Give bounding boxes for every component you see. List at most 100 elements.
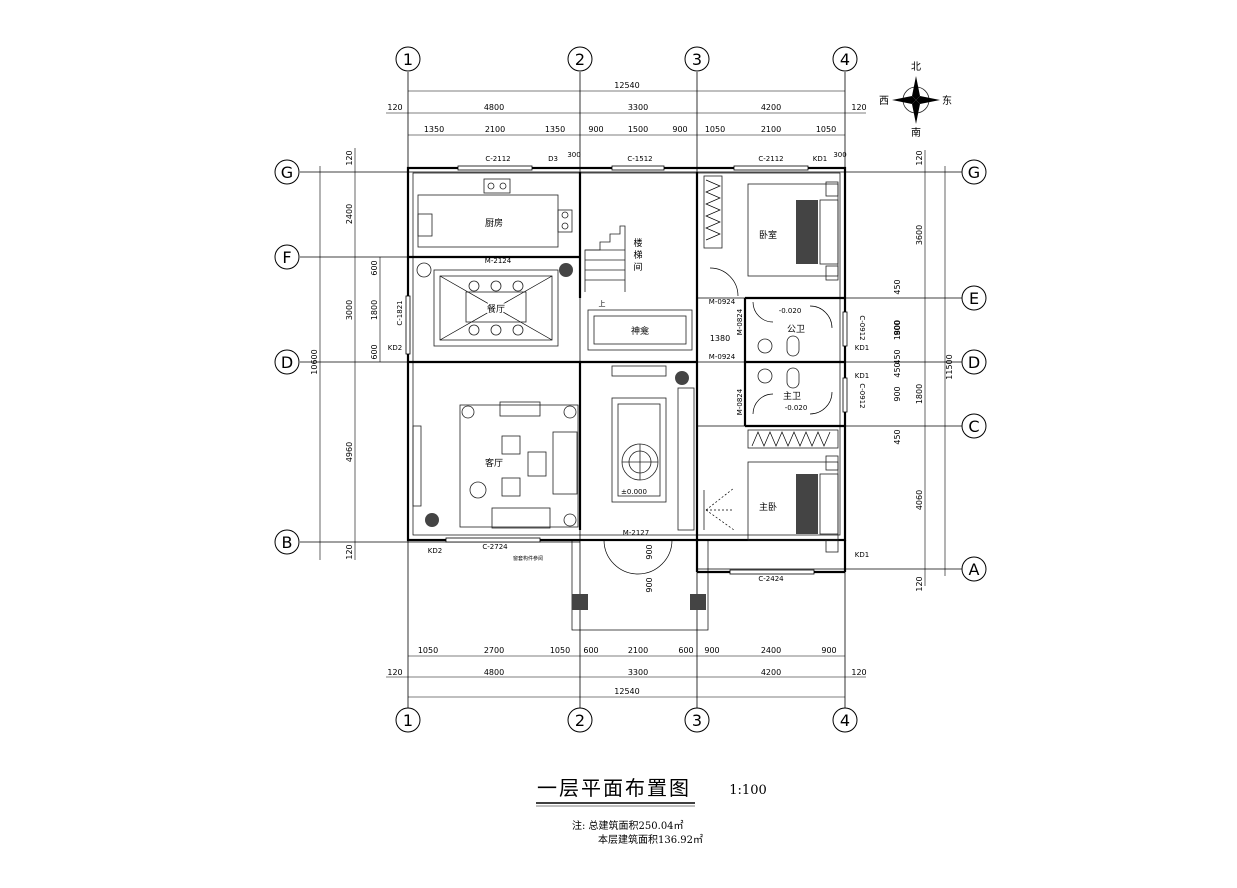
dim-bot-900-b: 900	[821, 646, 836, 655]
dining: 餐厅	[416, 262, 573, 347]
dim-right-1800-a: 1800	[893, 320, 902, 340]
axis-b-left: B	[282, 533, 293, 552]
entry-hall: ±0.000	[603, 365, 695, 575]
axis-f-left: F	[282, 248, 291, 267]
axis-d-right: D	[968, 353, 980, 372]
dim-bot-3300: 3300	[628, 668, 648, 677]
dim-top-1050-b: 1050	[816, 125, 836, 134]
stair-up-label: 上	[599, 299, 606, 308]
top-dimensions: 12540 120 4800 3300 4200 120 1350 2100 1…	[386, 81, 867, 136]
dim-left-4960: 4960	[345, 442, 354, 462]
room-label-shrine: 神龛	[631, 325, 649, 337]
note-total-area: 注: 总建筑面积250.04㎡	[572, 819, 684, 832]
title-block: 一层平面布置图 1:100 注: 总建筑面积250.04㎡ 本层建筑面积136.…	[536, 776, 767, 846]
dim-top-1350-a: 1350	[424, 125, 444, 134]
dim-bot-2400: 2400	[761, 646, 781, 655]
axis-1-bottom: 1	[403, 711, 413, 730]
axis-2-top: 2	[575, 50, 585, 69]
dim-small-900-b: 900	[645, 577, 654, 592]
compass-west: 西	[879, 96, 889, 107]
axis-d-left: D	[281, 353, 293, 372]
stair: 楼 梯 间 上	[584, 225, 643, 308]
tag-d3: D3	[548, 155, 558, 163]
dim-right-3600: 3600	[915, 225, 924, 245]
axis-bubbles-bottom: 1 2 3 4	[395, 707, 858, 733]
dim-bot-1050-b: 1050	[550, 646, 570, 655]
windows	[405, 165, 848, 575]
dim-top-2100-a: 2100	[485, 125, 505, 134]
window-label-c0912-public: C-0912	[858, 315, 866, 340]
room-label-stair-2: 梯	[633, 249, 642, 261]
walls	[406, 166, 847, 631]
dim-left-600-b: 600	[370, 344, 379, 359]
opening-labels: C-2112 C-1512 C-2112 C-1821 C-0912 C-091…	[388, 151, 869, 593]
dim-bot-4200: 4200	[761, 668, 781, 677]
dim-bot-600-b: 600	[678, 646, 693, 655]
dim-bot-900-a: 900	[704, 646, 719, 655]
note-floor-area: 本层建筑面积136.92㎡	[598, 833, 703, 846]
dim-left-120-bottom: 120	[345, 544, 354, 559]
axis-bubbles-top: 1 2 3 4	[395, 46, 858, 72]
dim-bot-4800: 4800	[484, 668, 504, 677]
living-room: 客厅	[412, 401, 579, 529]
public-bathroom: 公卫 -0.020	[752, 301, 833, 357]
room-label-public-wc: 公卫	[787, 324, 805, 335]
dim-small-300-a: 300	[567, 151, 580, 159]
dim-top-1500: 1500	[628, 125, 648, 134]
room-label-bedroom: 卧室	[759, 229, 777, 241]
door-label-m0824-a: M-0824	[736, 308, 744, 335]
window-label-c1821: C-1821	[396, 300, 404, 325]
dim-left-600-a: 600	[370, 260, 379, 275]
kitchen: 厨房	[417, 178, 573, 248]
dim-bot-2700: 2700	[484, 646, 504, 655]
compass-icon: 北 南 东 西	[879, 61, 952, 139]
left-dimensions: 10600 120 2400 3000 4960 120 600 1800 60…	[310, 148, 381, 560]
compass-north: 北	[911, 61, 921, 73]
tag-kd2-left: KD2	[388, 344, 402, 352]
door-label-m2124: M-2124	[485, 257, 512, 265]
axis-3-top: 3	[692, 50, 702, 69]
dim-top-1050-a: 1050	[705, 125, 725, 134]
dim-bot-120-right: 120	[851, 668, 866, 677]
room-label-dining: 餐厅	[487, 303, 505, 315]
door-label-m0924-a: M-0924	[709, 298, 736, 306]
drawing-scale: 1:100	[729, 783, 766, 798]
dim-right-450-a: 450	[893, 279, 902, 294]
drawing-title: 一层平面布置图	[537, 776, 691, 800]
dim-right-120-top: 120	[915, 150, 924, 165]
dim-small-1380: 1380	[710, 334, 730, 343]
dim-bot-2100: 2100	[628, 646, 648, 655]
window-label-c2424: C-2424	[758, 575, 784, 583]
dim-top-4800: 4800	[484, 103, 504, 112]
room-label-master-wc: 主卫	[783, 390, 801, 402]
dim-top-1350-b: 1350	[545, 125, 565, 134]
dim-top-900-a: 900	[588, 125, 603, 134]
level-public-wc: -0.020	[779, 307, 802, 315]
room-label-master-bedroom: 主卧	[759, 501, 777, 513]
dim-top-120-left: 120	[387, 103, 402, 112]
dim-bot-600-a: 600	[583, 646, 598, 655]
axis-bubbles-left: G F D B	[274, 159, 300, 555]
dim-right-1800-b: 1800	[915, 384, 924, 404]
dim-right-4060: 4060	[915, 490, 924, 510]
dim-right-900-b: 900	[893, 386, 902, 401]
tag-kd2-bottom: KD2	[428, 547, 442, 555]
window-label-c0912-master: C-0912	[858, 383, 866, 408]
axis-1-top: 1	[403, 50, 413, 69]
axis-g-left: G	[281, 163, 293, 182]
axis-2-bottom: 2	[575, 711, 585, 730]
door-label-m0924-b: M-0924	[709, 353, 736, 361]
tag-kd1-public: KD1	[855, 344, 869, 352]
level-ground: ±0.000	[621, 488, 647, 496]
dim-bot-1050-a: 1050	[418, 646, 438, 655]
dim-left-120-top: 120	[345, 150, 354, 165]
axis-a-right: A	[969, 560, 980, 579]
room-label-stair-3: 间	[633, 261, 642, 273]
window-label-c1512: C-1512	[627, 155, 652, 163]
master-bathroom: 主卫 -0.020	[752, 367, 833, 415]
dim-top-900-b: 900	[672, 125, 687, 134]
dim-left-1800: 1800	[370, 300, 379, 320]
axis-e-right: E	[969, 289, 979, 308]
dim-left-total: 10600	[310, 349, 319, 374]
